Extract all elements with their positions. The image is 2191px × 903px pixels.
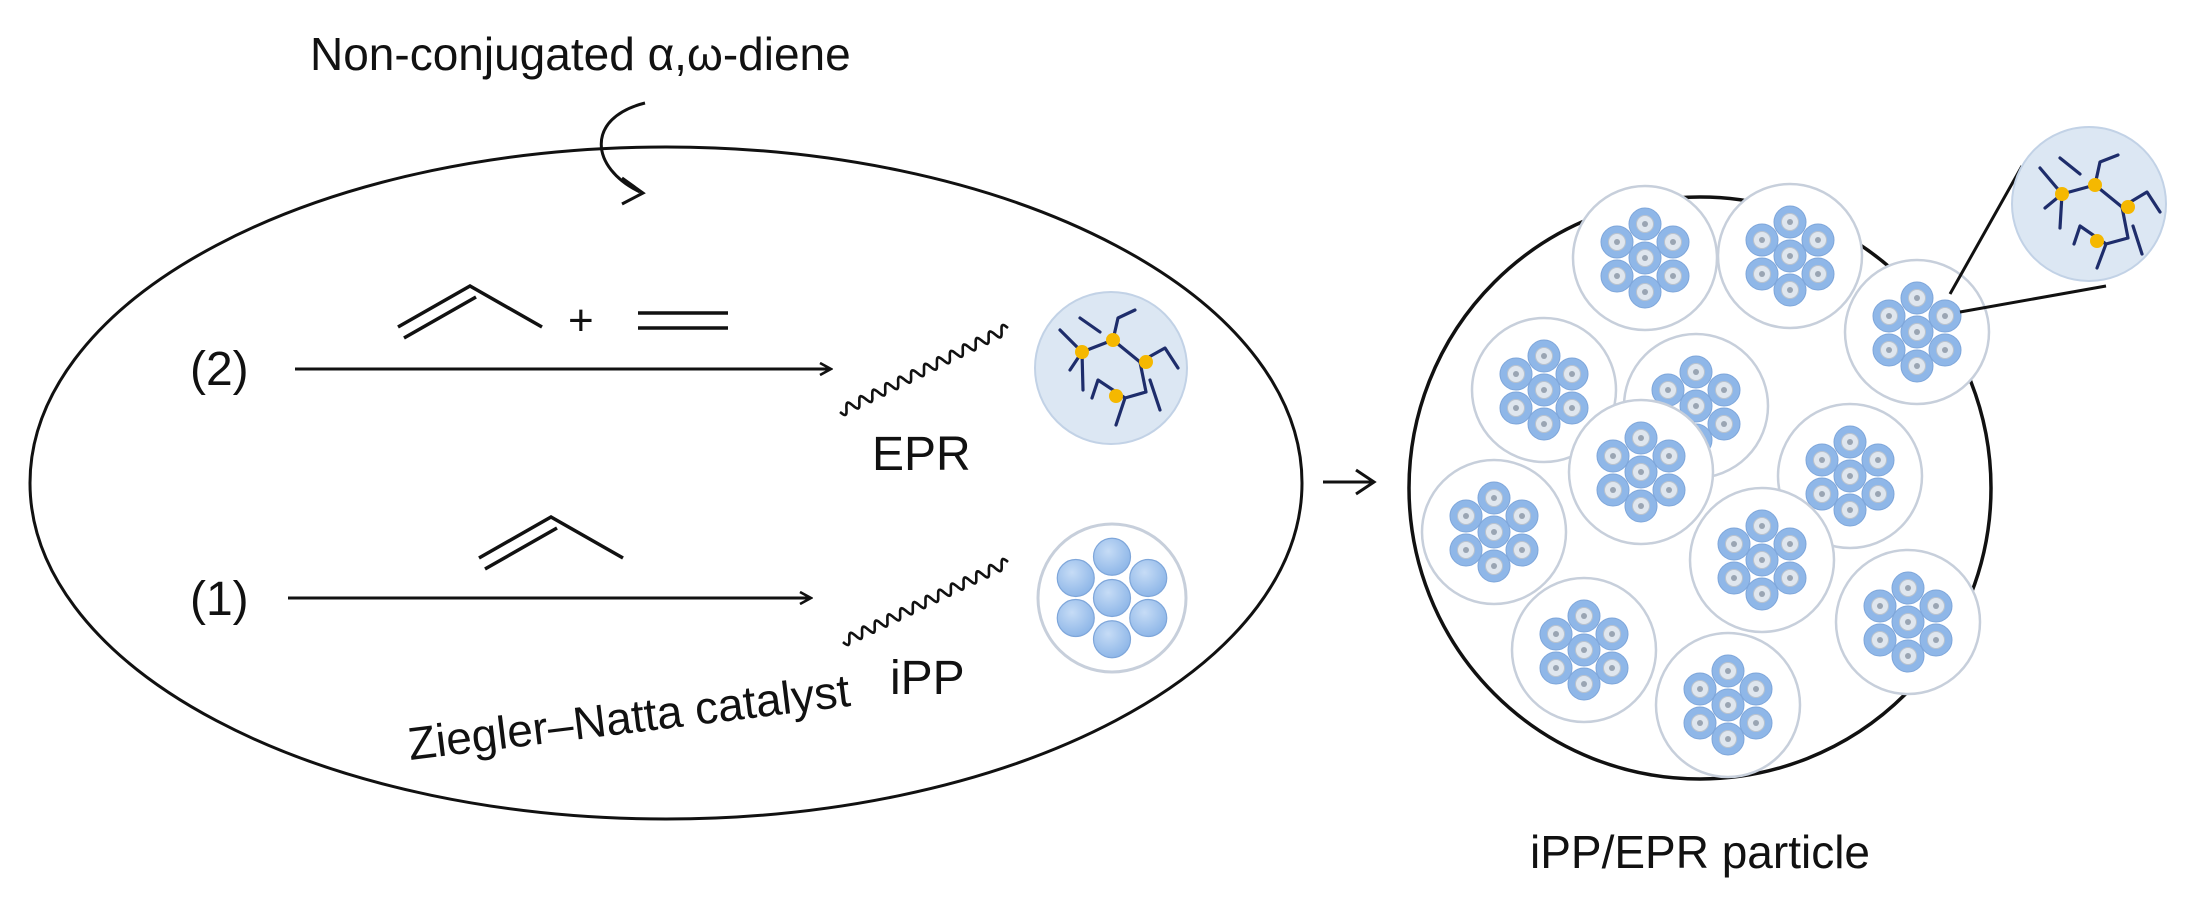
reaction-1-number: (1) [190, 573, 249, 626]
epr-network-bubble [1034, 291, 1188, 445]
epr-chain-squiggle [839, 323, 1009, 417]
subcluster [1834, 548, 1982, 696]
subcluster [1688, 486, 1836, 634]
ipp-sphere [1092, 537, 1132, 576]
subcluster [1654, 631, 1802, 779]
subcluster [1571, 184, 1719, 332]
ipp-sphere [1056, 558, 1095, 598]
ipp-sphere [1056, 598, 1095, 638]
subcluster [1843, 258, 1991, 406]
ipp-sphere [1092, 578, 1132, 618]
catalyst-ellipse [28, 145, 1304, 821]
reaction-2-number: (2) [190, 343, 249, 396]
ethylene-structure [638, 311, 728, 330]
subcluster [1420, 458, 1568, 606]
particle-label: iPP/EPR particle [1530, 826, 1870, 878]
particle-subclusters [1420, 182, 1991, 779]
ipp-sphere [1129, 598, 1168, 638]
transition-arrow [1323, 468, 1377, 496]
catalyst-label: Ziegler–Natta catalyst [405, 664, 853, 770]
propylene-2-structure [397, 283, 543, 340]
ipp-domain-cluster [1036, 522, 1188, 674]
reaction-2-plus: + [568, 296, 594, 345]
diene-label: Non-conjugated α,ω-diene [310, 28, 851, 80]
diene-curved-arrow [599, 101, 646, 194]
propylene-1-structure [478, 514, 624, 571]
zoom-network-bubble [2011, 126, 2167, 282]
epr-label: EPR [872, 428, 971, 481]
ipp-chain-squiggle [842, 557, 1009, 647]
zoom-line-bottom [1959, 284, 2107, 314]
subcluster [1716, 182, 1864, 330]
subcluster [1567, 398, 1715, 546]
subcluster [1470, 316, 1618, 464]
ipp-sphere [1129, 558, 1168, 598]
ipp-sphere [1092, 620, 1132, 659]
diene-arrow-head [621, 176, 646, 206]
ipp-label: iPP [890, 652, 965, 705]
zoom-line-top [1948, 165, 2024, 295]
subcluster [1510, 576, 1658, 724]
